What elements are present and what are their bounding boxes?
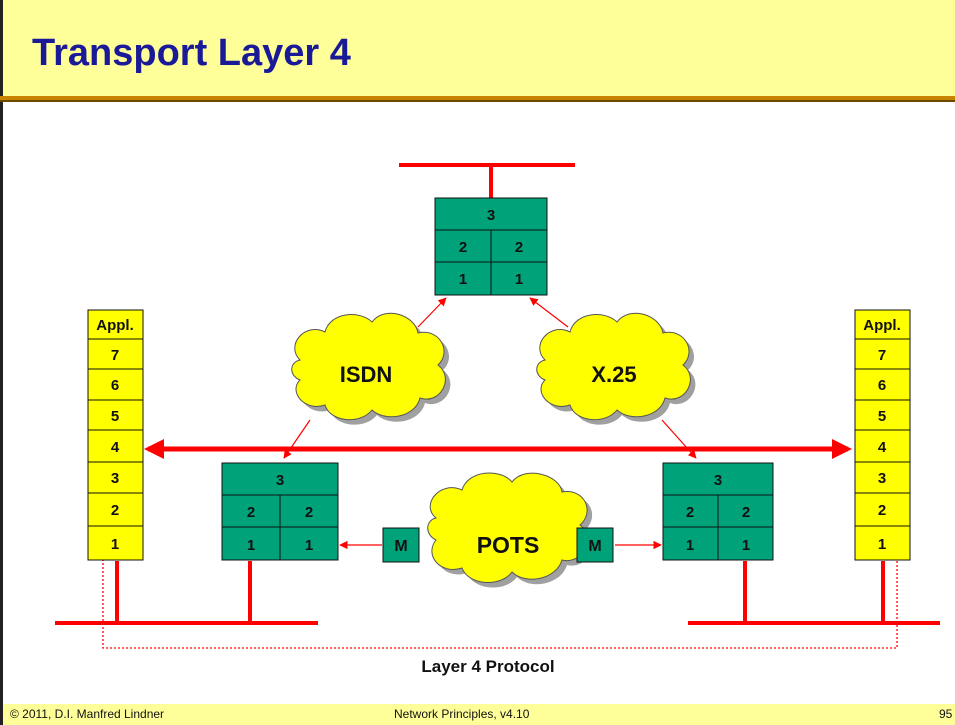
slide-body <box>0 102 955 704</box>
top-router-labels: 3 2 2 1 1 <box>459 207 523 288</box>
left-host-stack <box>87 309 144 561</box>
left-stack-layer-4: 4 <box>111 439 120 456</box>
lan-lines <box>55 163 940 625</box>
isdn-to-left-router <box>283 419 311 459</box>
title-divider-shadow <box>0 100 955 102</box>
title-divider <box>0 96 955 100</box>
top-router-layer-3: 3 <box>487 207 495 224</box>
x25-label: X.25 <box>591 362 636 387</box>
left-router-layer-3: 3 <box>276 472 284 489</box>
right-stack-layer-appl: Appl. <box>863 317 901 334</box>
left-stack-layer-6: 6 <box>111 377 119 394</box>
left-router-labels: 3 2 2 1 1 <box>247 472 313 554</box>
left-router <box>221 462 339 561</box>
left-router-layer-2-left: 2 <box>247 504 255 521</box>
left-stack-layer-appl: Appl. <box>96 317 134 334</box>
x25-to-top-router <box>529 297 569 328</box>
right-modem-label: M <box>588 538 601 555</box>
right-stack-layer-5: 5 <box>878 408 886 425</box>
right-router-layer-1-right: 1 <box>742 537 750 554</box>
left-host-stack-labels: Appl. 7 6 5 4 3 2 1 <box>96 317 134 553</box>
isdn-cloud <box>291 312 446 421</box>
left-stack-layer-7: 7 <box>111 347 119 364</box>
footer-bar <box>0 704 955 725</box>
slide-title: Transport Layer 4 <box>32 32 351 74</box>
right-host-stack <box>854 309 911 561</box>
left-router-layer-1-left: 1 <box>247 537 255 554</box>
right-stack-layer-4: 4 <box>878 439 887 456</box>
left-router-layer-2-right: 2 <box>305 504 313 521</box>
footer-course-title: Network Principles, v4.10 <box>394 707 530 721</box>
right-router-layer-1-left: 1 <box>686 537 694 554</box>
x25-to-right-router <box>661 419 697 459</box>
left-modem-label: M <box>394 538 407 555</box>
left-stack-layer-3: 3 <box>111 470 119 487</box>
pots-cloud <box>427 472 589 584</box>
left-stack-layer-5: 5 <box>111 408 119 425</box>
right-stack-layer-3: 3 <box>878 470 886 487</box>
left-stack-layer-2: 2 <box>111 502 119 519</box>
right-router-layer-2-right: 2 <box>742 504 750 521</box>
right-stack-layer-2: 2 <box>878 502 886 519</box>
top-router-layer-2-right: 2 <box>515 239 523 256</box>
layer4-protocol-label: Layer 4 Protocol <box>421 657 554 676</box>
footer-copyright: © 2011, D.I. Manfred Lindner <box>10 707 165 721</box>
title-bar <box>0 0 955 96</box>
right-modem <box>576 527 614 563</box>
right-router-labels: 3 2 2 1 1 <box>686 472 750 554</box>
isdn-label: ISDN <box>340 362 393 387</box>
isdn-to-top-router <box>417 297 447 328</box>
top-router <box>434 197 548 296</box>
right-stack-layer-7: 7 <box>878 347 886 364</box>
right-host-stack-labels: Appl. 7 6 5 4 3 2 1 <box>863 317 901 553</box>
left-router-layer-1-right: 1 <box>305 537 313 554</box>
top-router-layer-2-left: 2 <box>459 239 467 256</box>
top-router-layer-1-right: 1 <box>515 271 523 288</box>
page-number: 95 <box>939 707 953 721</box>
left-stack-layer-1: 1 <box>111 536 119 553</box>
left-modem <box>382 527 420 563</box>
right-router <box>662 462 774 561</box>
top-router-layer-1-left: 1 <box>459 271 467 288</box>
right-router-layer-3: 3 <box>714 472 722 489</box>
x25-cloud <box>536 312 691 421</box>
pots-label: POTS <box>477 532 540 558</box>
right-stack-layer-1: 1 <box>878 536 886 553</box>
right-router-layer-2-left: 2 <box>686 504 694 521</box>
right-stack-layer-6: 6 <box>878 377 886 394</box>
